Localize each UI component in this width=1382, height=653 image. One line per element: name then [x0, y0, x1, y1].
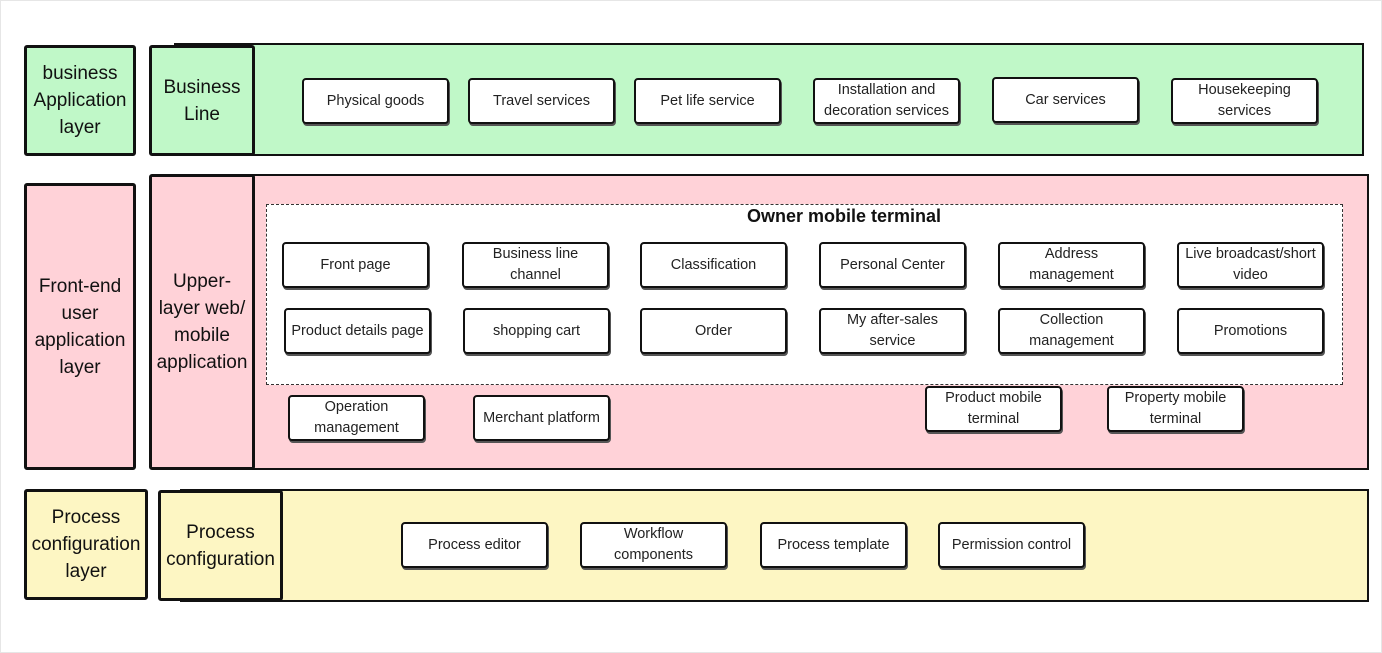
- item-label: Classification: [670, 256, 757, 273]
- sub-label-text: Business Line: [163, 76, 241, 125]
- item-label: Product details page: [291, 322, 424, 339]
- sub-label-text: Process configuration: [166, 521, 275, 570]
- item-label: Order: [694, 322, 733, 339]
- business-line-item: Travel services: [468, 78, 615, 124]
- item-label: Workflow components: [614, 526, 693, 563]
- owner-terminal-item: Live broadcast/short video: [1177, 242, 1324, 288]
- item-label: Address management: [1029, 246, 1114, 283]
- process-item: Process template: [760, 522, 907, 568]
- item-label: Merchant platform: [483, 409, 600, 426]
- item-label: Physical goods: [326, 92, 425, 109]
- owner-terminal-item: Product details page: [284, 308, 431, 354]
- process-item: Workflow components: [580, 522, 727, 568]
- sub-label-text: Upper-layer web/ mobile application: [156, 271, 248, 373]
- business-line-item: Housekeeping services: [1171, 78, 1318, 124]
- owner-terminal-item: Business line channel: [462, 242, 609, 288]
- business-line-item: Installation and decoration services: [813, 78, 960, 124]
- upper-layer-web-mobile-label: Upper-layer web/ mobile application: [149, 174, 255, 470]
- business-line-label: Business Line: [149, 45, 255, 156]
- item-label: Process editor: [428, 536, 521, 553]
- layer-label-text: Front-end user application layer: [34, 275, 126, 378]
- item-label: Process template: [777, 536, 890, 553]
- layer-label-text: business Application layer: [33, 63, 127, 138]
- frontend-other-item: Product mobile terminal: [925, 386, 1062, 432]
- item-label: Business line channel: [492, 246, 579, 283]
- owner-terminal-item: Classification: [640, 242, 787, 288]
- item-label: Pet life service: [660, 92, 755, 109]
- owner-terminal-item: My after-sales service: [819, 308, 966, 354]
- frontend-other-item: Operation management: [288, 395, 425, 441]
- item-label: Personal Center: [840, 256, 945, 273]
- item-label: Housekeeping services: [1198, 82, 1291, 119]
- owner-terminal-item: Address management: [998, 242, 1145, 288]
- item-label: shopping cart: [492, 322, 581, 339]
- owner-mobile-terminal-title: Owner mobile terminal: [746, 206, 942, 226]
- business-application-layer-label: business Application layer: [24, 45, 136, 156]
- owner-terminal-item: shopping cart: [463, 308, 610, 354]
- owner-terminal-item: Collection management: [998, 308, 1145, 354]
- item-label: Permission control: [951, 536, 1072, 553]
- business-line-item: Physical goods: [302, 78, 449, 124]
- owner-terminal-item: Order: [640, 308, 787, 354]
- item-label: Property mobile terminal: [1124, 390, 1227, 427]
- item-label: Collection management: [1029, 312, 1114, 349]
- owner-terminal-item: Promotions: [1177, 308, 1324, 354]
- business-line-item: Car services: [992, 77, 1139, 123]
- item-label: Promotions: [1213, 322, 1288, 339]
- owner-mobile-terminal-group: [266, 204, 1343, 385]
- item-label: Car services: [1025, 91, 1106, 108]
- process-item: Process editor: [401, 522, 548, 568]
- process-configuration-layer-label: Process configuration layer: [24, 489, 148, 600]
- frontend-other-item: Merchant platform: [473, 395, 610, 441]
- item-label: Live broadcast/short video: [1185, 246, 1316, 283]
- frontend-user-application-layer-label: Front-end user application layer: [24, 183, 136, 470]
- business-line-item: Pet life service: [634, 78, 781, 124]
- layer-label-text: Process configuration layer: [31, 507, 141, 582]
- owner-terminal-item: Front page: [282, 242, 429, 288]
- item-label: Product mobile terminal: [945, 390, 1042, 427]
- process-configuration-label: Process configuration: [158, 490, 283, 601]
- item-label: Travel services: [493, 92, 590, 109]
- owner-terminal-item: Personal Center: [819, 242, 966, 288]
- item-label: Operation management: [314, 399, 399, 436]
- frontend-other-item: Property mobile terminal: [1107, 386, 1244, 432]
- item-label: Front page: [320, 256, 391, 273]
- item-label: My after-sales service: [846, 312, 939, 349]
- item-label: Installation and decoration services: [824, 82, 949, 119]
- process-item: Permission control: [938, 522, 1085, 568]
